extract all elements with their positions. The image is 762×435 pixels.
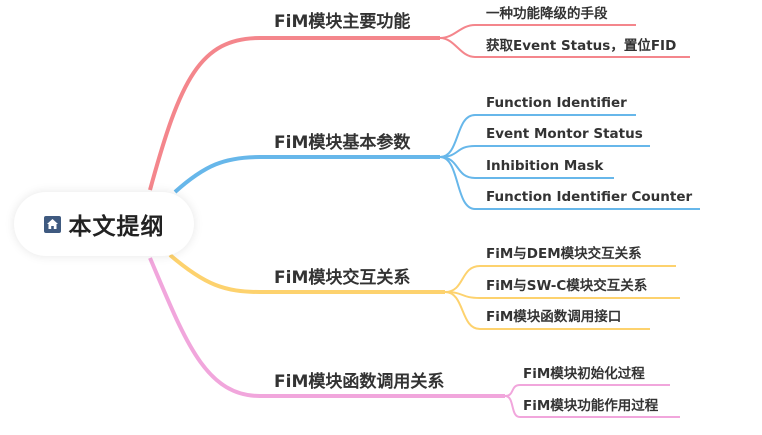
connector-leaf-1-2 xyxy=(439,37,690,58)
leaf-1-2[interactable]: 获取Event Status，置位FID xyxy=(486,38,677,54)
connector-branch-4 xyxy=(148,257,505,398)
leaf-4-1[interactable]: FiM模块初始化过程 xyxy=(523,366,645,382)
connector-leaf-3-1 xyxy=(444,265,676,293)
leaf-3-2[interactable]: FiM与SW-C模块交互关系 xyxy=(486,278,648,294)
connector-leaf-2-2 xyxy=(439,145,650,158)
leaf-2-2[interactable]: Event Montor Status xyxy=(486,126,643,142)
connector-leaf-1-1 xyxy=(439,24,636,39)
leaf-3-3[interactable]: FiM模块函数调用接口 xyxy=(486,309,622,325)
leaf-2-3[interactable]: Inhibition Mask xyxy=(486,158,604,174)
leaf-3-1[interactable]: FiM与DEM模块交互关系 xyxy=(486,246,642,262)
connector-leaf-2-1 xyxy=(439,114,636,158)
leaf-1-1[interactable]: 一种功能降级的手段 xyxy=(486,6,608,22)
branch-function-calls[interactable]: FiM模块函数调用关系 xyxy=(274,372,445,392)
root-title: 本文提纲 xyxy=(68,214,165,240)
connector-leaf-4-2 xyxy=(504,395,680,418)
connector-leaf-4-1 xyxy=(504,384,670,397)
leaf-2-1[interactable]: Function Identifier xyxy=(486,95,627,111)
connector-branch-3 xyxy=(168,253,445,294)
leaf-4-2[interactable]: FiM模块功能作用过程 xyxy=(523,398,659,414)
connector-branch-1 xyxy=(148,36,440,191)
root-node[interactable]: 本文提纲 xyxy=(14,192,194,256)
connector-leaf-3-3 xyxy=(444,291,650,330)
branch-main-functions[interactable]: FiM模块主要功能 xyxy=(274,12,411,32)
branch-interaction[interactable]: FiM模块交互关系 xyxy=(274,268,411,288)
connector-leaf-2-4 xyxy=(439,156,700,210)
leaf-2-4[interactable]: Function Identifier Counter xyxy=(486,189,693,205)
home-icon xyxy=(43,215,61,233)
connector-branch-2 xyxy=(173,155,440,194)
branch-basic-parameters[interactable]: FiM模块基本参数 xyxy=(274,133,411,153)
